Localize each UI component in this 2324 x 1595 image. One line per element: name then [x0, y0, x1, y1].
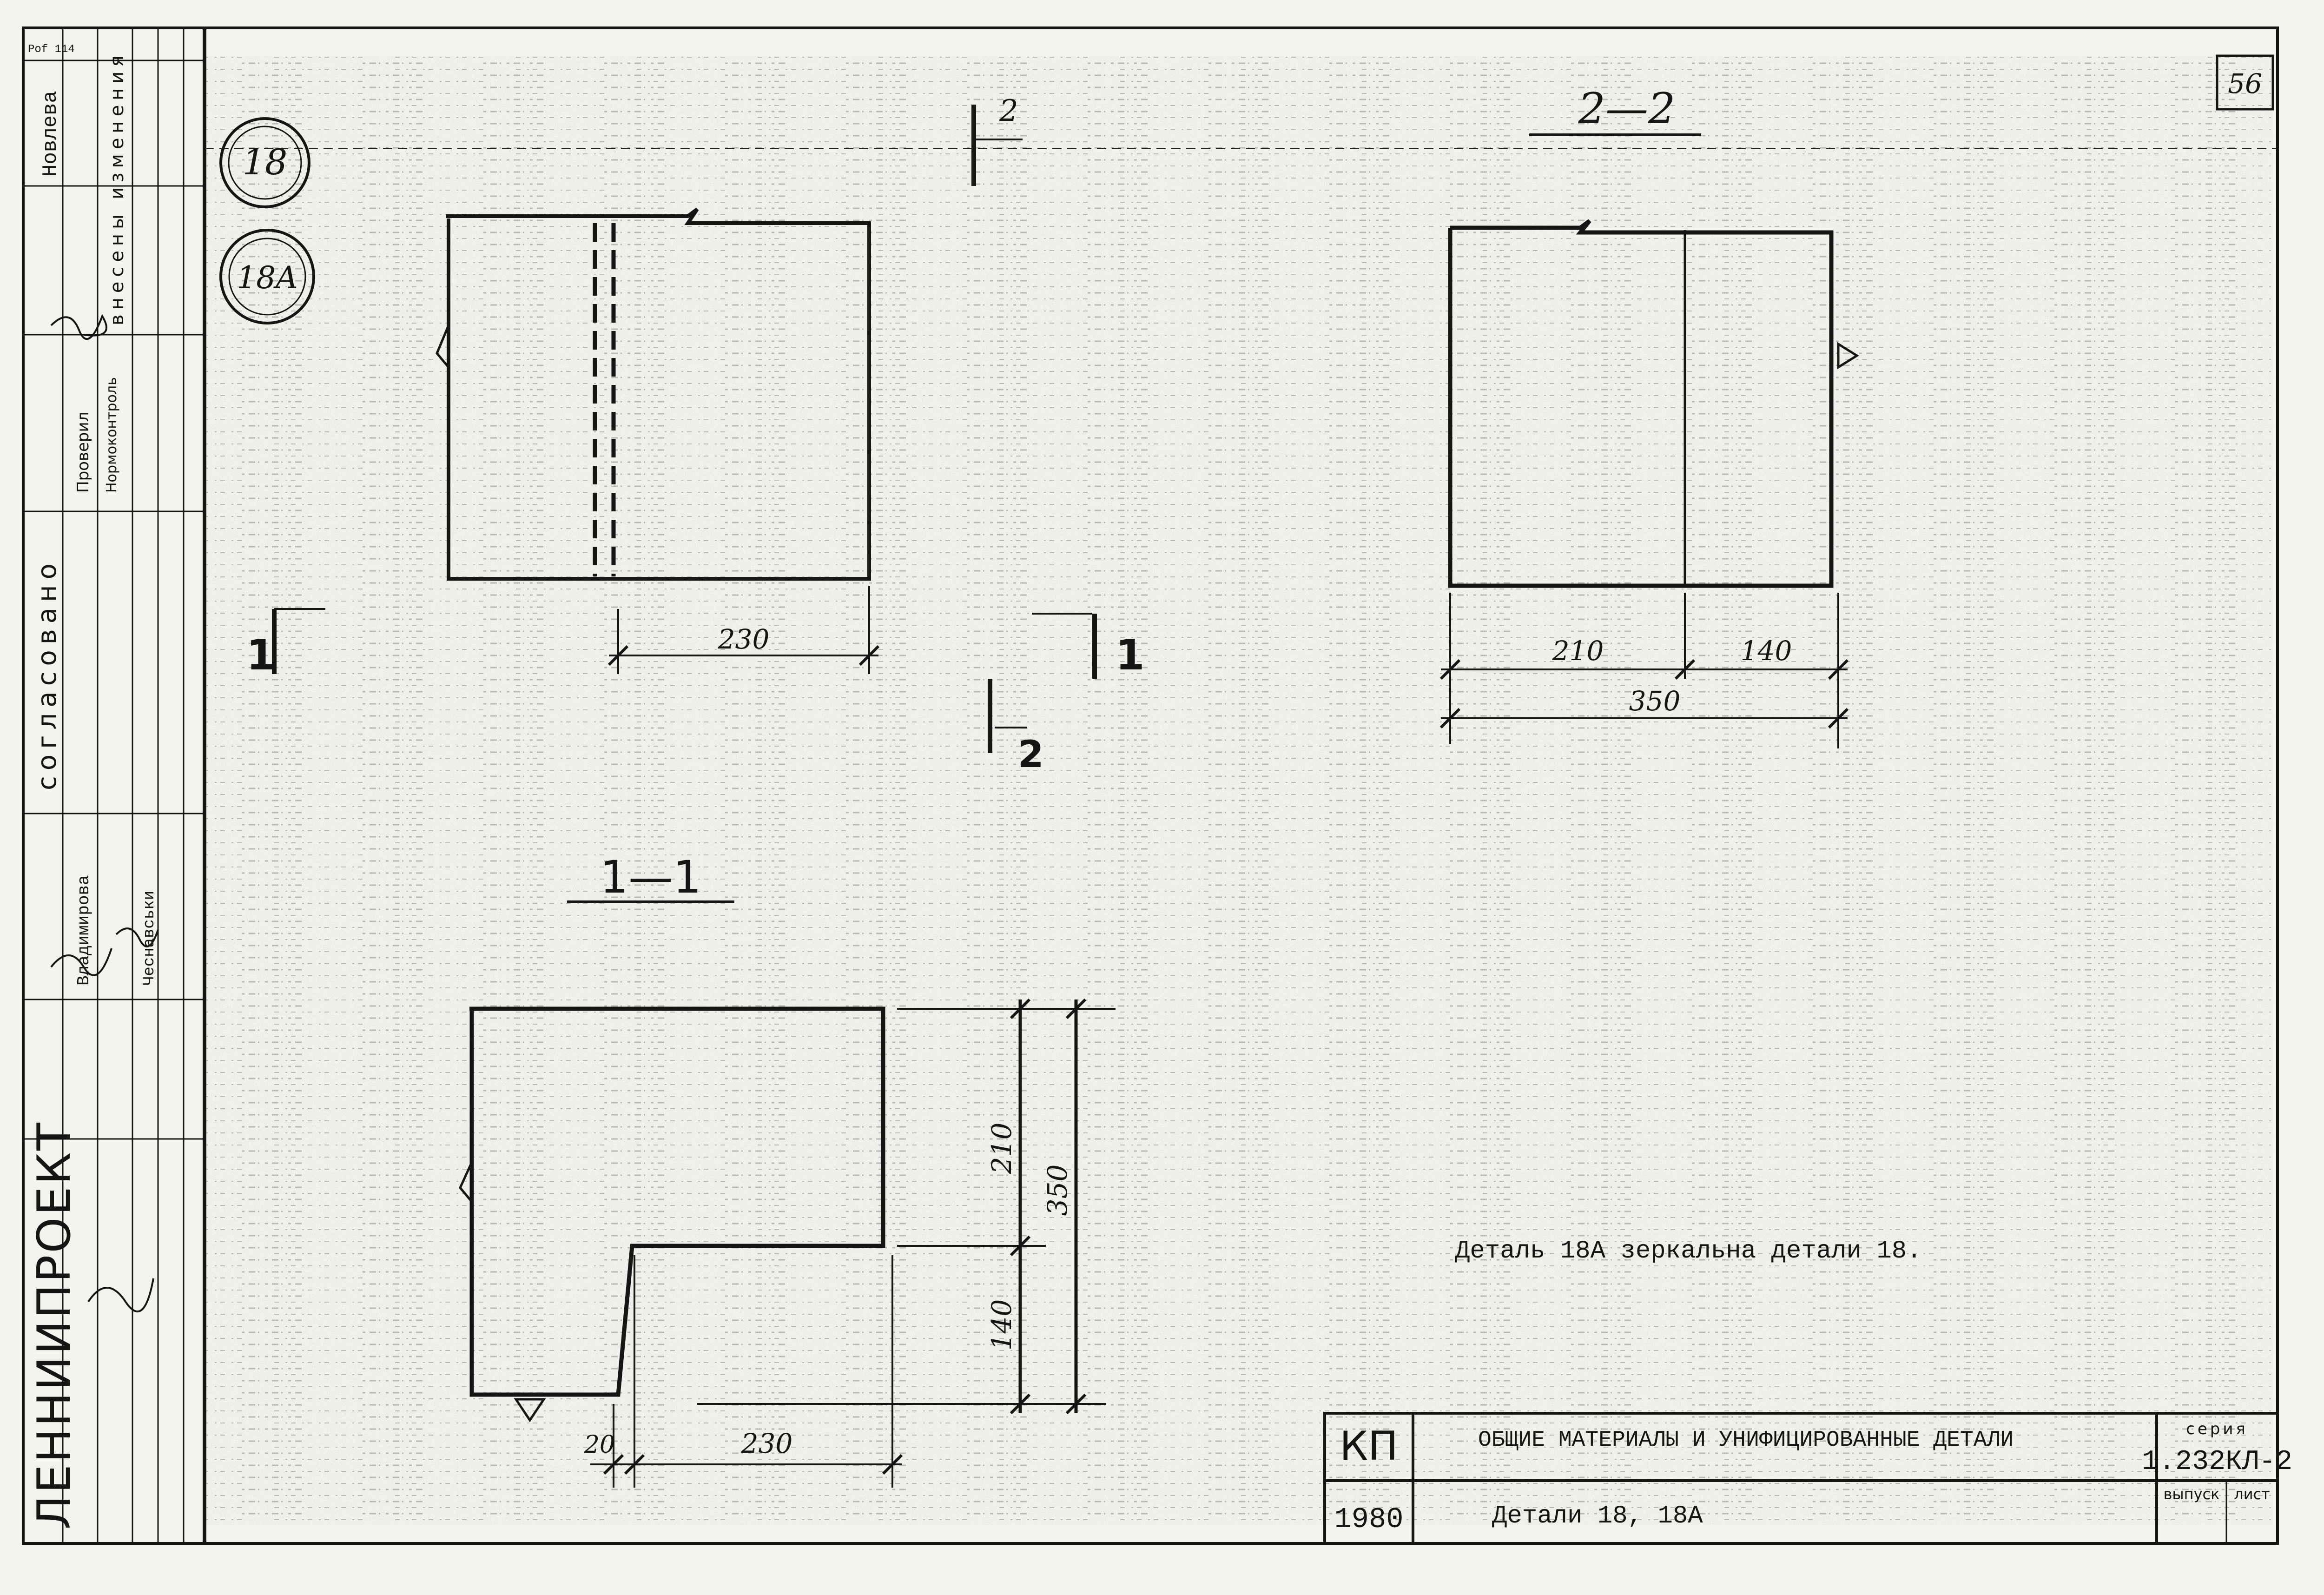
- section-1-1-title: 1—1: [600, 851, 701, 903]
- sheet-label: лист: [2234, 1485, 2270, 1503]
- title-code: КП: [1340, 1423, 1398, 1469]
- title-year: 1980: [1334, 1503, 1404, 1536]
- section-1-1-dim-350: 350: [1042, 1165, 1073, 1216]
- section-1-1-dimensions: [590, 998, 1116, 1488]
- changes-label: внесены изменения: [106, 51, 128, 325]
- plan-dim-230: 230: [718, 623, 770, 655]
- section-1-1-dim-20: 20: [584, 1431, 615, 1459]
- section-mark-2-bottom: 2: [1018, 733, 1044, 776]
- section-2-2-dim-350: 350: [1629, 685, 1681, 717]
- section-2-2-dim-210: 210: [1552, 635, 1604, 667]
- section-2-2-title: 2—2: [1578, 84, 1675, 133]
- section-2-2-dim-140: 140: [1741, 635, 1792, 667]
- detail-marker-18a: [219, 229, 315, 324]
- issue-label: выпуск: [2164, 1485, 2220, 1503]
- title-text: ОБЩИЕ МАТЕРИАЛЫ И УНИФИЦИРОВАННЫЕ ДЕТАЛИ: [1478, 1428, 2014, 1453]
- title-block: [1323, 1412, 2279, 1545]
- section-2-2: [1448, 219, 1859, 588]
- section-cut-marks: [272, 105, 1097, 753]
- section-1-1-dim-230: 230: [741, 1428, 793, 1459]
- detail-label-18a: 18A: [237, 260, 298, 296]
- mirror-note: Деталь 18А зеркальна детали 18.: [1455, 1237, 1922, 1265]
- name-1: Новлева: [39, 91, 62, 177]
- series-value: 1.232КЛ-2: [2142, 1446, 2292, 1478]
- section-1-1-dim-140: 140: [986, 1299, 1017, 1351]
- drawing-name: Детали 18, 18А: [1492, 1502, 1703, 1530]
- detail-label-18: 18: [243, 141, 288, 183]
- section-mark-1-right: 1: [1116, 631, 1145, 680]
- detail-marker-18: [219, 117, 310, 208]
- sheet-frame: [22, 26, 2279, 1545]
- section-2-2-dimensions: [1439, 593, 1849, 748]
- sheet-number: 56: [2228, 68, 2262, 99]
- section-1-1: [459, 1006, 885, 1423]
- corner-mark: Pof 114: [28, 43, 75, 56]
- section-mark-1-left: 1: [246, 631, 276, 680]
- role-checked: Проверил: [74, 412, 92, 493]
- side-stamp: [23, 28, 205, 1543]
- sheet-number-box: [2216, 54, 2274, 111]
- plan-dimension-230: [607, 586, 880, 674]
- section-mark-2-top: 2: [999, 94, 1018, 128]
- series-label: серия: [2186, 1420, 2248, 1438]
- name-3: Чеснавськи: [141, 891, 158, 986]
- plan-view: [436, 207, 871, 581]
- agreed-label: согласовано: [32, 558, 62, 790]
- signatures: [50, 314, 159, 1313]
- section-1-1-dim-210: 210: [986, 1123, 1017, 1175]
- org-name: ЛЕННИИПРОЕКТ: [28, 1121, 81, 1529]
- copy-grain: [205, 56, 2273, 1525]
- role-normcontrol: Нормоконтроль: [104, 377, 120, 493]
